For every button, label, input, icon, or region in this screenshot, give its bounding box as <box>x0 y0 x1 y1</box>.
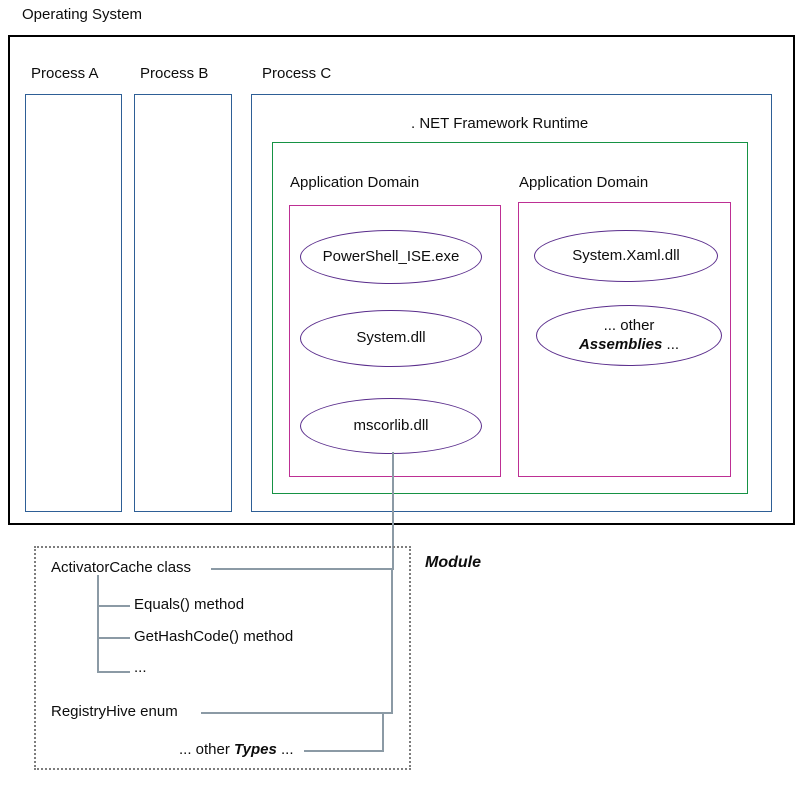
process-a-label: Process A <box>31 65 99 82</box>
module-entry-ellipsis: ... <box>134 659 147 676</box>
tree-rail-vertical <box>97 575 99 673</box>
operating-system-label: Operating System <box>22 6 143 23</box>
module-entry-other-types: ... other Types ... <box>179 742 294 757</box>
process-a-box <box>25 94 122 512</box>
other-types-suffix: ... <box>276 741 294 758</box>
connector-registryhive-right <box>201 712 393 714</box>
tree-branch-gethashcode <box>97 637 130 639</box>
connector-activatorcache-right <box>211 568 393 570</box>
application-domain-2-box <box>518 202 731 477</box>
module-entry-activatorcache: ActivatorCache class <box>51 559 192 576</box>
module-right-rail-upper <box>391 568 393 714</box>
dotnet-runtime-label: . NET Framework Runtime <box>411 115 589 132</box>
other-assemblies-tail: ... <box>662 335 680 353</box>
tree-branch-ellipsis <box>97 671 130 673</box>
module-entry-equals: Equals() method <box>134 596 245 613</box>
process-c-label: Process C <box>262 65 332 82</box>
assembly-other-assemblies: ... other Assemblies ... <box>536 305 722 366</box>
other-types-emphasis: Types <box>234 741 277 758</box>
module-title-label: Module <box>425 554 481 571</box>
other-assemblies-emphasis: Assemblies <box>578 335 663 353</box>
process-b-label: Process B <box>140 65 209 82</box>
application-domain-2-label: Application Domain <box>519 174 649 191</box>
other-assemblies-line1: ... other <box>603 316 655 334</box>
module-box <box>34 546 411 770</box>
assembly-system-xaml-dll: System.Xaml.dll <box>534 230 718 282</box>
tree-branch-equals <box>97 605 130 607</box>
dotnet-runtime-box <box>272 142 748 494</box>
connector-othertypes-right <box>304 750 384 752</box>
other-types-prefix: ... other <box>179 741 235 758</box>
application-domain-1-label: Application Domain <box>290 174 420 191</box>
assembly-mscorlib-dll: mscorlib.dll <box>300 398 482 454</box>
operating-system-box <box>8 35 795 525</box>
application-domain-1-box <box>289 205 501 477</box>
module-entry-gethashcode: GetHashCode() method <box>134 628 294 645</box>
process-c-box <box>251 94 772 512</box>
module-entry-registryhive: RegistryHive enum <box>51 703 178 720</box>
assembly-system-dll: System.dll <box>300 310 482 367</box>
connector-mscorlib-to-module <box>392 452 394 570</box>
module-right-rail-lower <box>382 712 384 752</box>
assembly-powershell-ise: PowerShell_ISE.exe <box>300 230 482 284</box>
process-b-box <box>134 94 232 512</box>
